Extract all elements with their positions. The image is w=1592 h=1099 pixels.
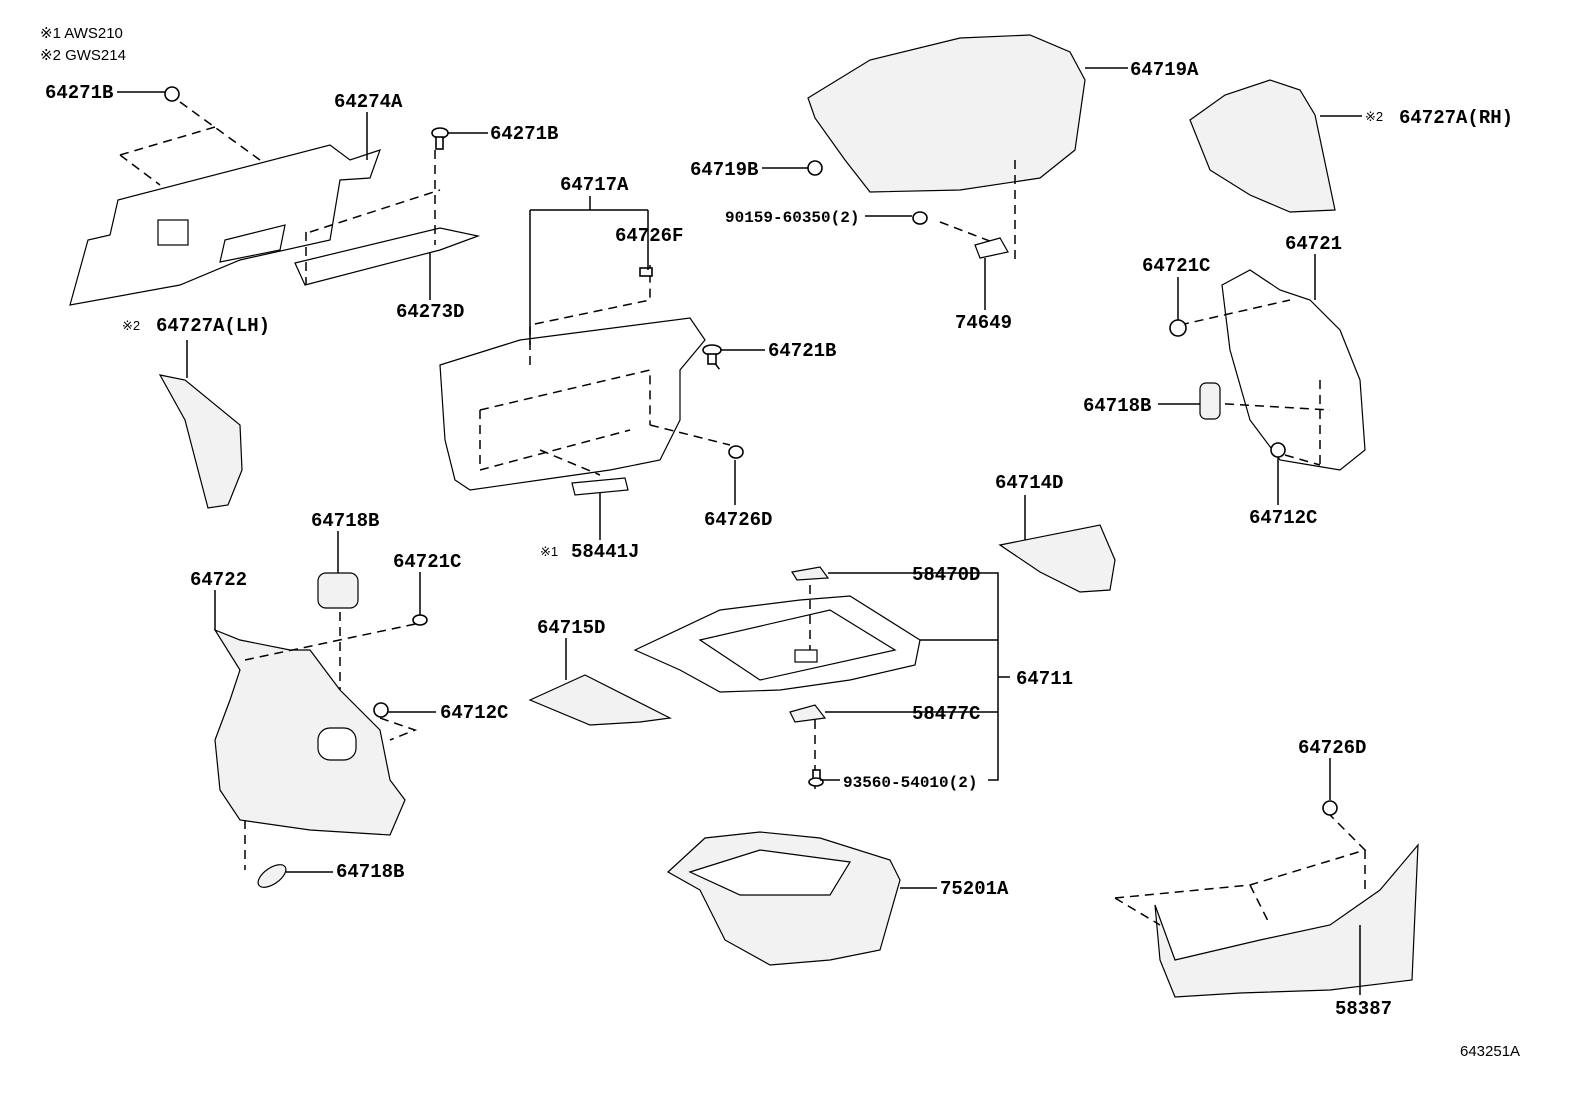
label-64726D: 64726D [704,509,772,531]
label-90159-60350: 90159-60350(2) [725,209,859,227]
part-64727A-LH-shape [158,374,243,509]
fastener-64271B-b [431,127,449,150]
fastener-64721C-a [1169,319,1187,337]
label-64726D: 64726D [1298,737,1366,759]
part-64721-shape [1179,269,1366,471]
label-64718B: 64718B [311,510,379,532]
label-64721C: 64721C [1142,255,1210,277]
label-58441J: 58441J [571,541,639,563]
bracket-64711 [825,572,1010,781]
part-64714D-shape [998,524,1116,593]
label-64718B: 64718B [1083,395,1151,417]
label-64727A-RH: 64727A(RH) [1399,107,1513,129]
fastener-64726D-b [1322,800,1338,816]
fastener-64721B [702,344,722,365]
label-64712C: 64712C [1249,507,1317,529]
fastener-64726F [639,267,653,277]
label-64718B: 64718B [336,861,404,883]
label-64721B: 64721B [768,340,836,362]
label-64714D: 64714D [995,472,1063,494]
part-64717A-shape [439,265,731,496]
label-64722: 64722 [190,569,247,591]
note-mark-2: ※2 [122,318,140,333]
label-64711: 64711 [1016,668,1073,690]
note-mark-2: ※2 [1365,109,1383,124]
fastener-93560 [808,769,824,787]
part-75201A-shape [666,831,901,966]
grommet-64718B-a [1199,382,1221,420]
fastener-64719B [807,160,823,176]
label-64727A-LH: 64727A(LH) [156,315,270,337]
note-1: ※1 AWS210 [40,25,123,42]
illustration-id: 643251A [1460,1043,1520,1060]
label-58470D: 58470D [912,564,980,586]
part-64727A-RH-shape [1189,79,1336,213]
label-64719A: 64719A [1130,59,1199,81]
fastener-64712C-b [373,702,389,718]
part-64274A-shape [69,101,381,306]
leader-lines [117,67,1362,995]
note-mark-1: ※1 [540,544,558,559]
label-64271B: 64271B [490,123,558,145]
part-64715D-shape [528,674,672,726]
label-64712C: 64712C [440,702,508,724]
fastener-90159 [912,211,928,225]
part-64711-shape [633,566,921,790]
grommet-64718B-b [317,572,359,609]
label-75201A: 75201A [940,878,1009,900]
fastener-64712C-a [1270,442,1286,458]
label-64721: 64721 [1285,233,1342,255]
label-64721C: 64721C [393,551,461,573]
part-64273D-shape [294,150,481,286]
note-2: ※2 GWS214 [40,47,126,64]
part-58387-shape [1114,814,1419,998]
label-64715D: 64715D [537,617,605,639]
label-58477C: 58477C [912,703,980,725]
fastener-64721C-b [412,614,428,626]
label-64719B: 64719B [690,159,758,181]
label-93560-54010: 93560-54010(2) [843,774,977,792]
label-58387: 58387 [1335,998,1392,1020]
label-64273D: 64273D [396,301,464,323]
grommet-64718B-c [257,864,287,888]
part-64722-shape [213,612,421,870]
part-64719A-shape [807,34,1086,265]
label-64271B: 64271B [45,82,113,104]
label-64726F: 64726F [615,225,683,247]
label-64717A: 64717A [560,174,629,196]
fastener-64726D-a [728,445,744,459]
label-74649: 74649 [955,312,1012,334]
fastener-64271B-a [164,86,180,102]
label-64274A: 64274A [334,91,403,113]
